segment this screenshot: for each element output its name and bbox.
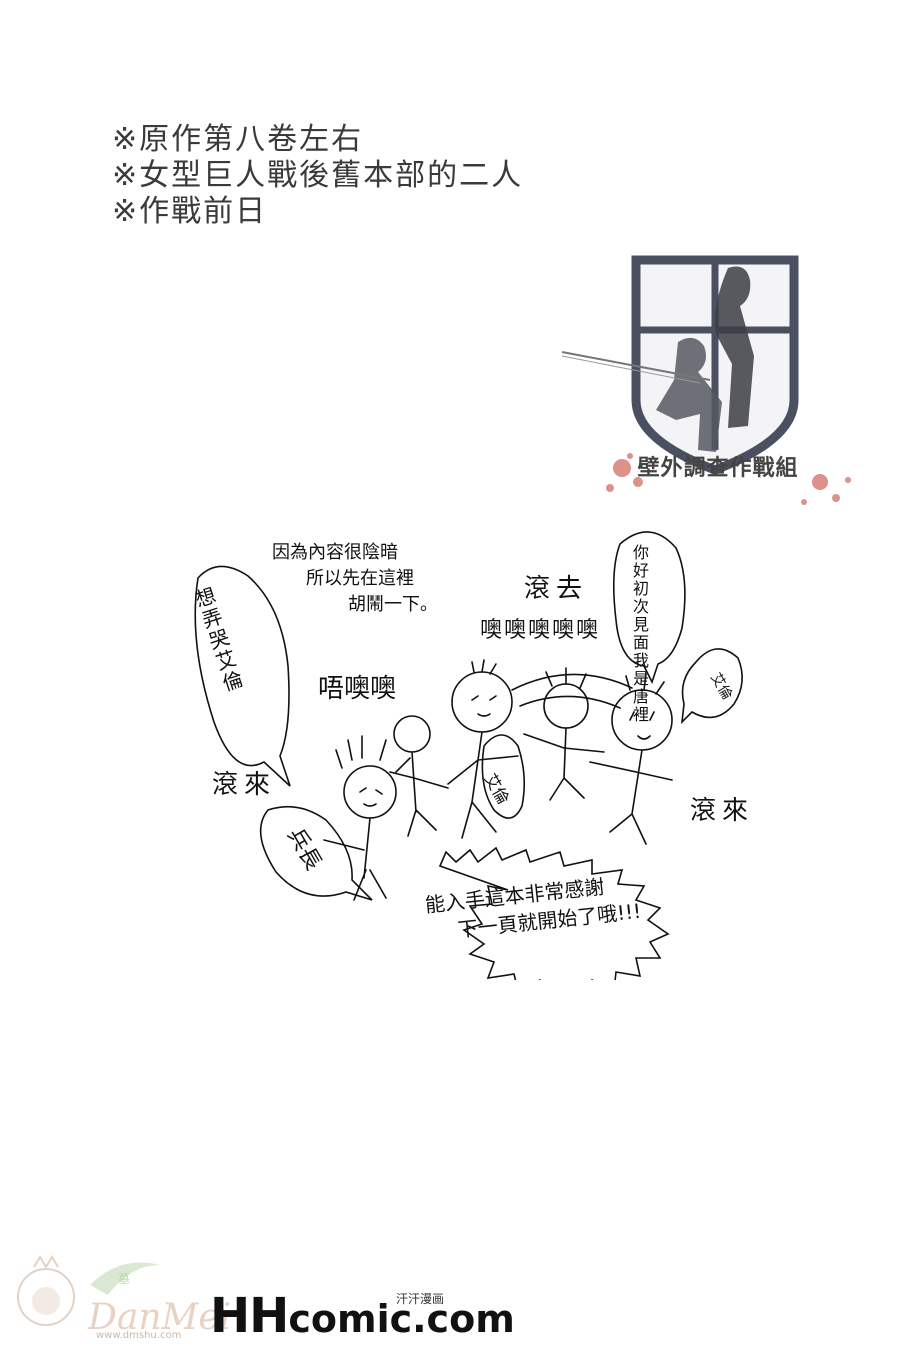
cry-top-text: 噢噢噢噢噢 (480, 618, 601, 643)
bubble-greeting (612, 531, 686, 685)
figure-head (543, 683, 589, 729)
intro-text: 因為內容很陰暗 所以先在這裡 胡鬧一下。 (272, 540, 438, 618)
roll-left-text: 滾來 (212, 770, 277, 800)
cry-small-text: 唔噢噢 (318, 674, 397, 704)
hhcomic-logo-hh: HH (210, 1288, 289, 1344)
shield-emblem (561, 255, 851, 505)
bubble-captain (259, 805, 373, 901)
greeting-line: 唐裡 (630, 688, 649, 724)
notes-block: ※原作第八卷左右 ※女型巨人戰後舊本部的二人 ※作戰前日 (112, 122, 572, 230)
bubble-left (194, 565, 291, 787)
intro-line: 因為內容很陰暗 (272, 542, 398, 563)
watermark-mark: 墓 (118, 1272, 131, 1286)
roll-top-text: 滾去 (524, 574, 589, 604)
note-line: ※女型巨人戰後舊本部的二人 (112, 158, 524, 193)
hhcomic-chinese-name: 汗汗漫画 (396, 1292, 445, 1306)
watermark-name: DanMei (88, 1297, 232, 1338)
figure-head (343, 765, 397, 819)
greeting-text: 你好初次見面我是唐裡 (630, 544, 649, 724)
hhcomic-logo-rest: comic.com (288, 1297, 515, 1341)
watermark-url: www.dmshu.com (96, 1330, 182, 1341)
roll-right-text: 滾來 (690, 796, 755, 826)
note-line: ※作戰前日 (112, 194, 268, 229)
greeting-line: 見面我是 (630, 616, 649, 688)
hhcomic-logo: HHcomic.com (210, 1288, 515, 1344)
figure-head (451, 671, 513, 733)
greeting-line: 你好初次 (630, 544, 649, 616)
figure-head (393, 715, 431, 753)
kneeling-figure (656, 337, 722, 452)
blood-splatter (606, 453, 851, 505)
intro-line: 胡鬧一下。 (348, 594, 438, 615)
blade (561, 351, 711, 381)
bubble-thanks (438, 846, 670, 980)
note-line: ※原作第八卷左右 (112, 122, 364, 157)
bubble-eren-right (680, 648, 743, 725)
logo-title: 壁外調查作戰組 (637, 456, 799, 481)
intro-line: 所以先在這裡 (306, 568, 414, 589)
doodle-drawing (194, 531, 743, 980)
watermark-mascot (17, 1255, 160, 1326)
standing-figure (715, 266, 754, 428)
bubble-eren-mid (481, 734, 526, 819)
